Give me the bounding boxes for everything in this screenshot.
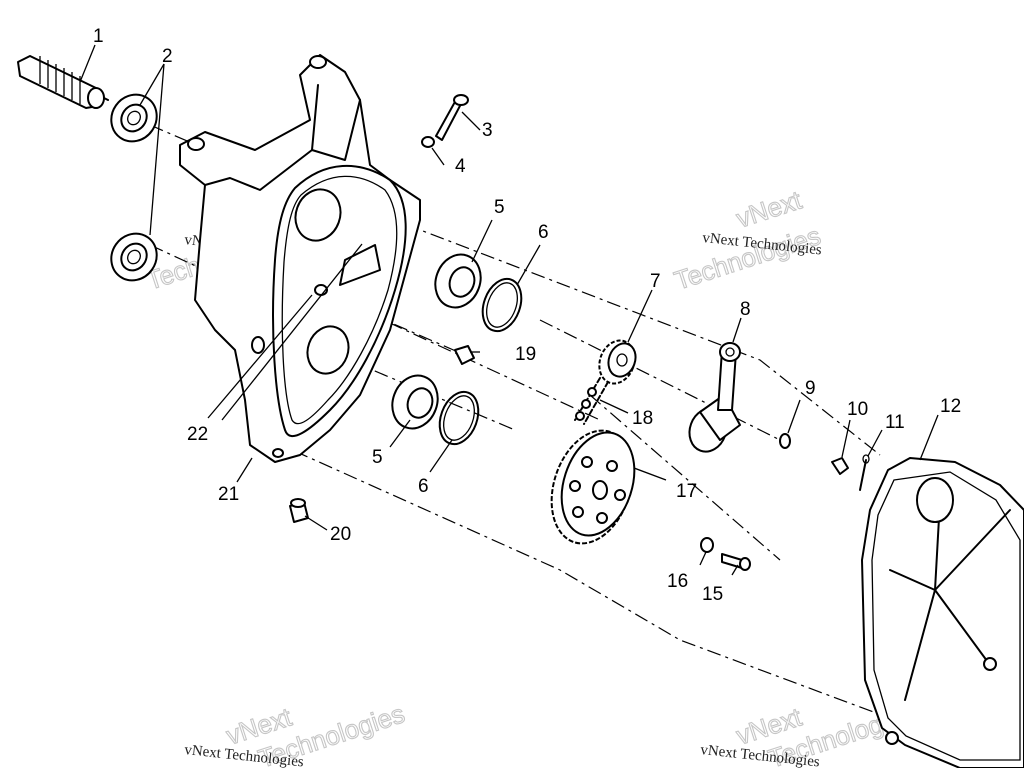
part-6-snap-ring-upper: [481, 277, 523, 333]
part-7-upper-sprocket: [598, 339, 637, 385]
part-18-drive-chain: [574, 377, 609, 425]
callout-9: 9: [805, 378, 816, 399]
callout-5-upper: 5: [494, 197, 505, 218]
callout-21: 21: [218, 484, 239, 505]
callout-6-lower: 6: [418, 476, 429, 497]
part-20-drain-plug: [289, 498, 309, 523]
callout-6-upper: 6: [538, 222, 549, 243]
callout-11: 11: [885, 412, 905, 433]
callout-8: 8: [740, 299, 751, 320]
callout-leader-lines: [79, 44, 939, 576]
callout-4: 4: [455, 156, 466, 177]
callout-numbers: 1 2 3 4 5 6 7 8 9 10 11 12 5 6 15 16 17 …: [93, 26, 961, 605]
callout-2: 2: [162, 46, 173, 67]
part-5-bearing-upper: [434, 253, 482, 309]
part-1-shaft: [17, 55, 109, 109]
callout-3: 3: [482, 120, 493, 141]
part-17-lower-sprocket: [550, 429, 636, 545]
callout-18: 18: [632, 408, 653, 429]
watermark-top-right: vNext Technologies vNext Technologies: [670, 184, 825, 296]
part-12-chaincase-cover: [861, 457, 1024, 768]
part-16-washer: [700, 537, 714, 553]
part-3-bolt: [435, 94, 469, 141]
callout-10: 10: [847, 399, 868, 420]
part-8-tensioner-arm: [688, 342, 741, 453]
callout-12: 12: [940, 396, 961, 417]
part-19-nut: [454, 345, 475, 365]
part-5-bearing-lower: [391, 374, 439, 430]
callout-22: 22: [187, 424, 208, 445]
part-15-bolt: [721, 553, 751, 571]
callout-15: 15: [702, 584, 723, 605]
watermark-bottom-left: vNext Technologies vNext Technologies: [184, 698, 409, 768]
part-4-nut: [421, 136, 435, 148]
part-2-seal-upper: [110, 93, 158, 143]
part-9-washer: [779, 433, 791, 449]
part-2-seal-lower: [110, 232, 158, 282]
part-10-nut: [831, 457, 849, 475]
part-6-snap-ring-lower: [438, 390, 480, 446]
callout-20: 20: [330, 524, 351, 545]
callout-1: 1: [93, 26, 104, 47]
part-11-cotter-pin: [859, 454, 870, 491]
callout-16: 16: [667, 571, 688, 592]
callout-7: 7: [650, 271, 661, 292]
callout-5-lower: 5: [372, 447, 383, 468]
part-21-chaincase-housing: [179, 54, 421, 463]
callout-17: 17: [676, 481, 697, 502]
callout-19: 19: [515, 344, 536, 365]
